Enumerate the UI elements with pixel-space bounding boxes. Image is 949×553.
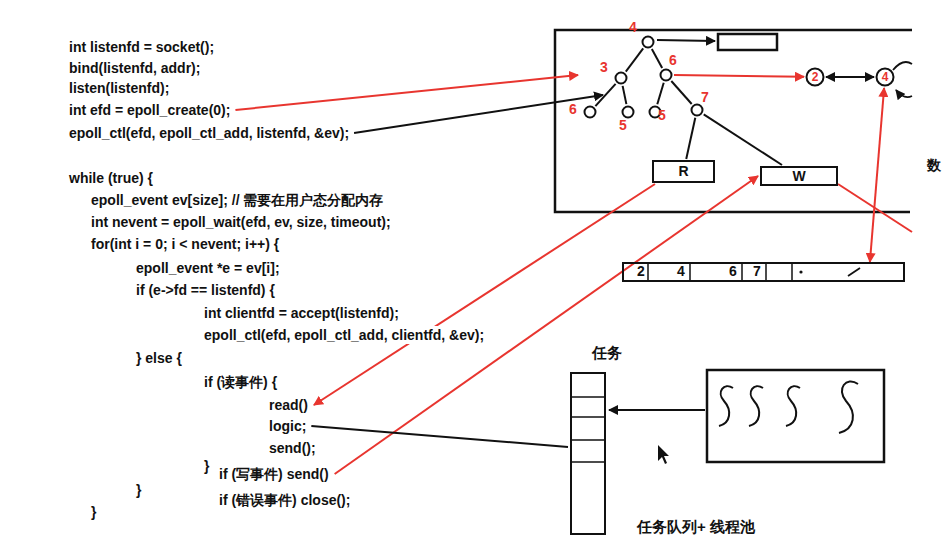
cell-divider (741, 264, 743, 280)
code-line: if (错误事件) close(); (218, 491, 351, 509)
node-number: 3 (600, 59, 608, 75)
code-line: for(int i = 0; i < nevent; i++) { (90, 235, 280, 253)
array-cell: 7 (752, 264, 762, 279)
node-number: R (654, 162, 713, 181)
code-line: int efd = epoll_create(0); (68, 101, 231, 119)
code-line: if (e->fd == listenfd) { (135, 281, 276, 299)
mouse-cursor (658, 445, 669, 464)
ready-list-node: 2 (805, 67, 825, 87)
tree-node: 6 (659, 68, 673, 82)
list-link (893, 62, 912, 70)
caption-text: 任务队列+ 线程池 (636, 518, 756, 536)
node-outline (583, 105, 597, 119)
cell-divider (647, 264, 649, 280)
tree-node: 7 (690, 103, 704, 117)
node-number: 4 (629, 19, 637, 35)
margin-note: 数 (926, 156, 942, 174)
node-outline (641, 35, 655, 49)
queue-slot (572, 416, 604, 418)
ink-dot (799, 270, 802, 273)
code-line: } (135, 481, 142, 499)
tree-node: 4 (641, 35, 655, 49)
code-line: epoll_ctl(efd, epoll_ctl_add, listenfd, … (68, 124, 350, 142)
cell-divider (689, 264, 691, 280)
ready-list-node: 4 (875, 67, 895, 87)
code-line: } (90, 503, 97, 521)
empty-box (718, 34, 777, 50)
task-queue: 任务 (570, 372, 606, 535)
thread-pool-box (707, 370, 884, 462)
event-box: W (760, 166, 838, 186)
tree-node: 6 (583, 105, 597, 119)
connector (652, 49, 662, 68)
queue-heading: 任务 (592, 344, 622, 362)
code-line: if (写事件) send() (218, 465, 330, 483)
thread-squiggle (749, 386, 763, 426)
node-outline (621, 105, 635, 119)
node-number: 7 (701, 89, 709, 105)
leader-arrow (335, 176, 758, 474)
cell-divider (765, 264, 767, 280)
connector (674, 75, 804, 77)
array-cell: 2 (636, 264, 646, 279)
code-line: epoll_ctl(efd, epoll_ctl_add, clientfd, … (203, 326, 485, 344)
tree-node: 3 (614, 71, 628, 85)
tree-node: 5 (621, 105, 635, 119)
code-line: logic; (268, 417, 307, 435)
queue-slot (572, 396, 604, 398)
tree-node: 5 (648, 105, 662, 119)
event-box: R (652, 160, 715, 183)
thread-squiggle (839, 382, 858, 433)
code-line: int nevent = epoll_wait(efd, ev, size, t… (90, 213, 392, 231)
connector (870, 88, 884, 262)
queue-slot (572, 461, 604, 463)
code-line: while (true) { (68, 169, 154, 187)
connector (686, 118, 695, 159)
node-outline (690, 103, 704, 117)
pointer-arrow (657, 40, 715, 41)
node-number: 6 (669, 52, 677, 68)
node-number: 5 (619, 117, 627, 133)
ink-stroke (848, 268, 860, 276)
code-line: bind(listenfd, addr); (68, 59, 201, 77)
node-number: 4 (875, 67, 895, 87)
code-line: epoll_event *e = ev[i]; (135, 259, 281, 277)
array-cell: 6 (728, 264, 738, 279)
code-line: int clientfd = accept(listenfd); (203, 304, 400, 322)
code-line: if (读事件) { (203, 373, 278, 391)
thread-squiggle (719, 386, 733, 426)
connector (657, 83, 663, 105)
array-cell: 4 (676, 264, 686, 279)
leader-arrow (235, 75, 578, 110)
node-outline (614, 71, 628, 85)
code-line: } else { (135, 349, 183, 367)
leader-arrow (311, 426, 568, 447)
kernel-box (555, 30, 912, 212)
connector (671, 81, 691, 104)
connector (826, 76, 874, 78)
queue-slot (572, 439, 604, 441)
code-line: } (203, 457, 210, 475)
node-number: W (762, 168, 836, 184)
event-array: 2 4 67 (622, 262, 905, 282)
node-number: 5 (658, 107, 666, 123)
dispatch-arrow (609, 409, 705, 411)
code-line: epoll_event ev[size]; // 需要在用户态分配内存 (90, 191, 385, 209)
connector (623, 86, 627, 104)
leader-arrow (354, 95, 603, 133)
connectors (595, 48, 884, 262)
thread-squiggle (786, 386, 800, 426)
code-line: int listenfd = socket(); (68, 38, 215, 56)
list-link (896, 90, 912, 97)
connector (626, 48, 643, 71)
node-outline (659, 68, 673, 82)
connector (704, 114, 782, 165)
cell-divider (791, 264, 793, 280)
node-number: 2 (805, 67, 825, 87)
code-line: read() (268, 396, 309, 414)
code-line: listen(listenfd); (68, 79, 170, 97)
node-number: 6 (569, 101, 577, 117)
code-line: send(); (268, 439, 317, 457)
connector (595, 84, 615, 106)
